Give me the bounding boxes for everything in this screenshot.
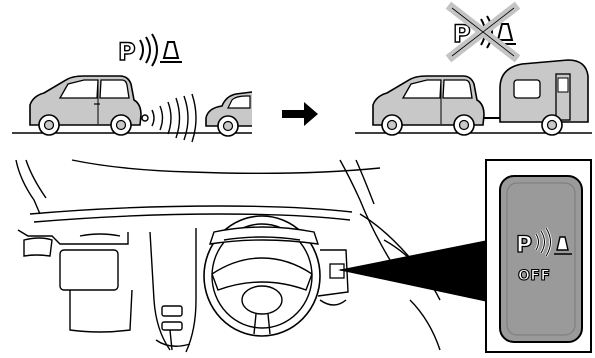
dashboard-interior xyxy=(16,160,440,352)
dash-switch-location xyxy=(330,264,344,278)
callout-pointer xyxy=(338,240,488,302)
switch-face xyxy=(500,176,582,342)
trailer xyxy=(500,60,588,135)
sensor-waves xyxy=(142,94,196,142)
parking-sensor-icon: P xyxy=(118,34,182,66)
parking-sensor-off-switch[interactable]: P OFF xyxy=(486,160,591,352)
crossed-sensor-icon: P xyxy=(452,8,516,56)
arrow-right-icon xyxy=(282,102,318,126)
sensor-active-scene: P xyxy=(12,34,252,142)
switch-p-letter: P xyxy=(516,233,532,258)
sensor-p-letter: P xyxy=(118,38,136,66)
car-right-partial xyxy=(206,92,252,136)
switch-off-label: OFF xyxy=(518,268,551,284)
towing-car xyxy=(373,76,484,135)
car-left xyxy=(30,76,141,135)
sensor-disabled-scene: P xyxy=(355,8,592,135)
